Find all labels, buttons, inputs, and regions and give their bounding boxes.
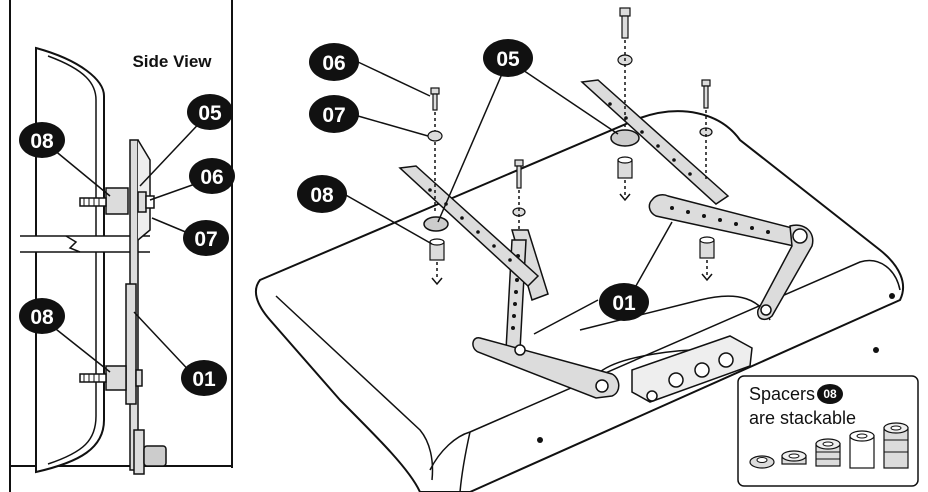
- washer-07-left: [427, 130, 443, 142]
- svg-text:06: 06: [200, 166, 223, 189]
- spacer-stack-2: [781, 450, 807, 465]
- tv-back-panel: [254, 110, 905, 492]
- side-callout-01: 01: [181, 360, 227, 396]
- screw-06-left: [430, 87, 440, 214]
- spacer-stack-1: [749, 455, 775, 469]
- side-callout-05: 05: [187, 94, 233, 130]
- washer-05-left: [423, 216, 449, 232]
- main-view: 06 07 08 05 01: [254, 7, 905, 492]
- io-panel: [631, 335, 753, 403]
- spacer-lower: [105, 365, 127, 391]
- note-text-before: Spacers: [749, 384, 815, 404]
- svg-text:05: 05: [198, 102, 222, 125]
- screw-mid: [512, 159, 526, 232]
- callout-01: 01: [599, 283, 649, 321]
- note-part-badge: 08: [817, 384, 843, 404]
- callout-08: 08: [297, 175, 347, 213]
- svg-text:08: 08: [30, 130, 54, 153]
- side-callout-07: 07: [183, 220, 229, 256]
- spacer-08-left: [429, 238, 445, 286]
- bracket-foot-left: [472, 337, 620, 399]
- side-view-panel: Side View 08: [9, 0, 235, 492]
- note-text-after: are stackable: [749, 408, 856, 428]
- svg-text:05: 05: [496, 48, 520, 71]
- svg-text:01: 01: [192, 368, 216, 391]
- callout-05: 05: [483, 39, 533, 77]
- spacer-stack-5: [883, 422, 909, 469]
- spacers-note-box: Spacers 08 are stackable: [737, 375, 919, 487]
- rail-right: [580, 79, 730, 205]
- spacer-upper: [105, 187, 129, 215]
- spacer-stack-4: [849, 430, 875, 469]
- svg-text:06: 06: [322, 52, 345, 75]
- side-callout-08-upper: 08: [19, 122, 65, 158]
- tv-side-profile: [35, 46, 105, 474]
- side-callout-08-lower: 08: [19, 298, 65, 334]
- spacer-stack-3: [815, 438, 841, 467]
- svg-text:01: 01: [612, 292, 636, 315]
- screw-right: [699, 79, 715, 282]
- bracket-foot-right: [757, 224, 814, 321]
- svg-text:07: 07: [322, 104, 345, 127]
- side-view-title: Side View: [132, 52, 212, 71]
- svg-text:08: 08: [823, 387, 837, 401]
- side-callout-06: 06: [189, 158, 235, 194]
- svg-text:08: 08: [310, 184, 334, 207]
- screw-top: [610, 7, 640, 202]
- callout-06: 06: [309, 43, 359, 81]
- callout-07: 07: [309, 95, 359, 133]
- svg-text:07: 07: [194, 228, 217, 251]
- svg-text:08: 08: [30, 306, 54, 329]
